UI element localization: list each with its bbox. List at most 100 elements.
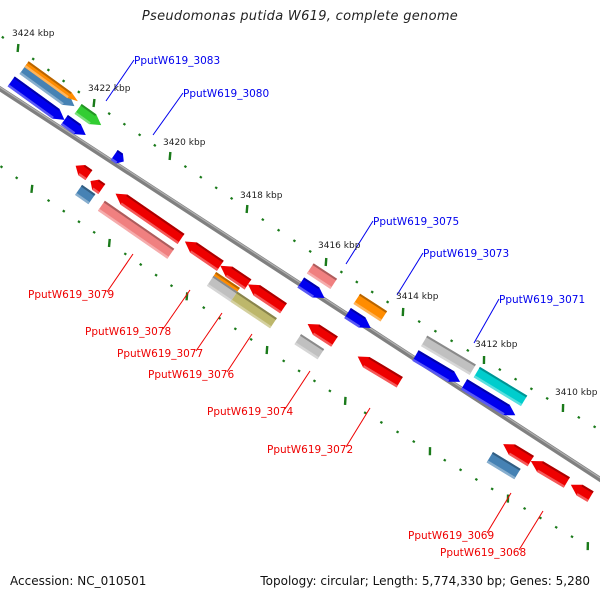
gene-label[interactable]: PputW619_3069 bbox=[408, 530, 494, 542]
gene-feature[interactable] bbox=[75, 184, 96, 205]
gene-label[interactable]: PputW619_3075 bbox=[373, 216, 459, 228]
minor-tick bbox=[538, 516, 542, 520]
gene-feature[interactable] bbox=[220, 265, 252, 290]
minor-tick bbox=[154, 273, 158, 277]
gene-feature[interactable] bbox=[412, 350, 461, 382]
gene-callout[interactable]: PputW619_3074 bbox=[207, 370, 311, 418]
gene-feature[interactable] bbox=[74, 103, 102, 126]
gene-feature[interactable] bbox=[90, 179, 106, 195]
gene-label[interactable]: PputW619_3076 bbox=[148, 369, 234, 381]
gene-body bbox=[60, 115, 86, 136]
gene-bevel-bottom bbox=[353, 301, 382, 322]
gene-label[interactable]: PputW619_3073 bbox=[423, 248, 509, 260]
gene-bevel-top bbox=[300, 334, 325, 351]
gene-feature[interactable] bbox=[421, 335, 476, 376]
gene-bevel-top bbox=[513, 444, 534, 458]
gene-label[interactable]: PputW619_3071 bbox=[499, 294, 585, 306]
gene-body bbox=[353, 293, 388, 322]
minor-tick bbox=[123, 252, 127, 256]
gene-callout[interactable]: PputW619_3079 bbox=[28, 253, 134, 301]
gene-feature[interactable] bbox=[60, 115, 86, 136]
gene-callout[interactable]: PputW619_3075 bbox=[345, 216, 459, 265]
gene-feature[interactable] bbox=[24, 61, 78, 102]
gene-feature[interactable] bbox=[230, 291, 277, 329]
gene-bevel-top bbox=[13, 76, 60, 111]
gene-feature[interactable] bbox=[294, 334, 325, 360]
gene-bevel-top bbox=[195, 242, 224, 263]
gene-bevel-bottom bbox=[92, 187, 100, 195]
gene-feature[interactable] bbox=[184, 241, 224, 271]
gene-body bbox=[75, 184, 96, 205]
gene-feature[interactable] bbox=[460, 379, 516, 416]
tick-label: 3422 kbp bbox=[88, 84, 131, 94]
gene-bevel-bottom bbox=[312, 332, 333, 347]
gene-label[interactable]: PputW619_3072 bbox=[267, 444, 353, 456]
gene-callout[interactable]: PputW619_3077 bbox=[117, 312, 223, 360]
leader-line bbox=[345, 220, 374, 265]
gene-body bbox=[297, 277, 325, 298]
gene-feature[interactable] bbox=[75, 165, 93, 181]
tick-label: 3418 kbp bbox=[240, 191, 283, 201]
gene-feature[interactable] bbox=[503, 444, 534, 467]
gene-callout[interactable]: PputW619_3083 bbox=[105, 55, 220, 102]
gene-callout[interactable]: PputW619_3076 bbox=[148, 333, 253, 381]
gene-bevel-bottom bbox=[206, 283, 232, 302]
gene-bevel-top bbox=[581, 484, 594, 494]
gene-label[interactable]: PputW619_3078 bbox=[85, 326, 171, 338]
gene-callout[interactable]: PputW619_3073 bbox=[396, 248, 509, 296]
gene-feature[interactable] bbox=[206, 275, 238, 302]
minor-tick bbox=[61, 79, 66, 83]
gene-feature[interactable] bbox=[570, 484, 594, 502]
leader-line bbox=[105, 59, 135, 102]
minor-tick bbox=[308, 249, 312, 253]
gene-feature[interactable] bbox=[97, 200, 175, 259]
gene-label[interactable]: PputW619_3079 bbox=[28, 289, 114, 301]
gene-feature[interactable] bbox=[357, 356, 403, 388]
leader-line bbox=[396, 252, 424, 296]
gene-feature[interactable] bbox=[307, 323, 338, 347]
gene-feature[interactable] bbox=[486, 452, 521, 480]
minor-tick bbox=[122, 122, 127, 126]
gene-label[interactable]: PputW619_3074 bbox=[207, 406, 293, 418]
gene-body bbox=[24, 61, 78, 102]
gene-feature[interactable] bbox=[344, 307, 371, 328]
gene-label[interactable]: PputW619_3080 bbox=[183, 88, 269, 100]
gene-feature[interactable] bbox=[306, 263, 338, 289]
leader-line bbox=[226, 333, 253, 373]
gene-body bbox=[206, 275, 238, 302]
gene-feature[interactable] bbox=[110, 150, 124, 164]
gene-features bbox=[7, 61, 594, 502]
gene-feature[interactable] bbox=[297, 277, 325, 298]
gene-label[interactable]: PputW619_3068 bbox=[440, 547, 526, 559]
gene-label[interactable]: PputW619_3083 bbox=[134, 55, 220, 67]
gene-feature[interactable] bbox=[473, 366, 528, 407]
minor-tick bbox=[433, 329, 437, 333]
gene-feature[interactable] bbox=[248, 284, 287, 314]
gene-callout[interactable]: PputW619_3071 bbox=[473, 294, 585, 344]
gene-bevel-top bbox=[542, 461, 570, 479]
gene-body bbox=[7, 76, 65, 120]
gene-feature[interactable] bbox=[115, 193, 185, 245]
minor-tick bbox=[370, 290, 374, 294]
gene-bevel-top bbox=[103, 200, 175, 251]
minor-tick bbox=[169, 284, 174, 288]
minor-tick bbox=[62, 209, 66, 213]
minor-tick bbox=[328, 389, 332, 393]
inner-tick-ring bbox=[0, 165, 590, 551]
gene-callout[interactable]: PputW619_3072 bbox=[267, 407, 371, 456]
tick-label: 3412 kbp bbox=[475, 340, 518, 350]
minor-tick bbox=[77, 220, 81, 224]
gene-bevel-bottom bbox=[362, 365, 398, 388]
gene-bevel-top bbox=[349, 307, 366, 320]
gene-label[interactable]: PputW619_3077 bbox=[117, 348, 203, 360]
gene-bevel-bottom bbox=[344, 316, 361, 328]
gene-label-callouts: PputW619_3083PputW619_3080PputW619_3075P… bbox=[28, 55, 585, 559]
gene-feature[interactable] bbox=[353, 293, 388, 322]
gene-callout[interactable]: PputW619_3078 bbox=[85, 289, 191, 338]
minor-tick bbox=[217, 316, 222, 320]
gene-callout[interactable]: PputW619_3069 bbox=[408, 492, 512, 542]
gene-callout[interactable]: PputW619_3080 bbox=[152, 88, 269, 136]
gene-feature[interactable] bbox=[530, 460, 570, 488]
gene-callout[interactable]: PputW619_3068 bbox=[440, 510, 544, 559]
gene-feature[interactable] bbox=[7, 76, 65, 120]
